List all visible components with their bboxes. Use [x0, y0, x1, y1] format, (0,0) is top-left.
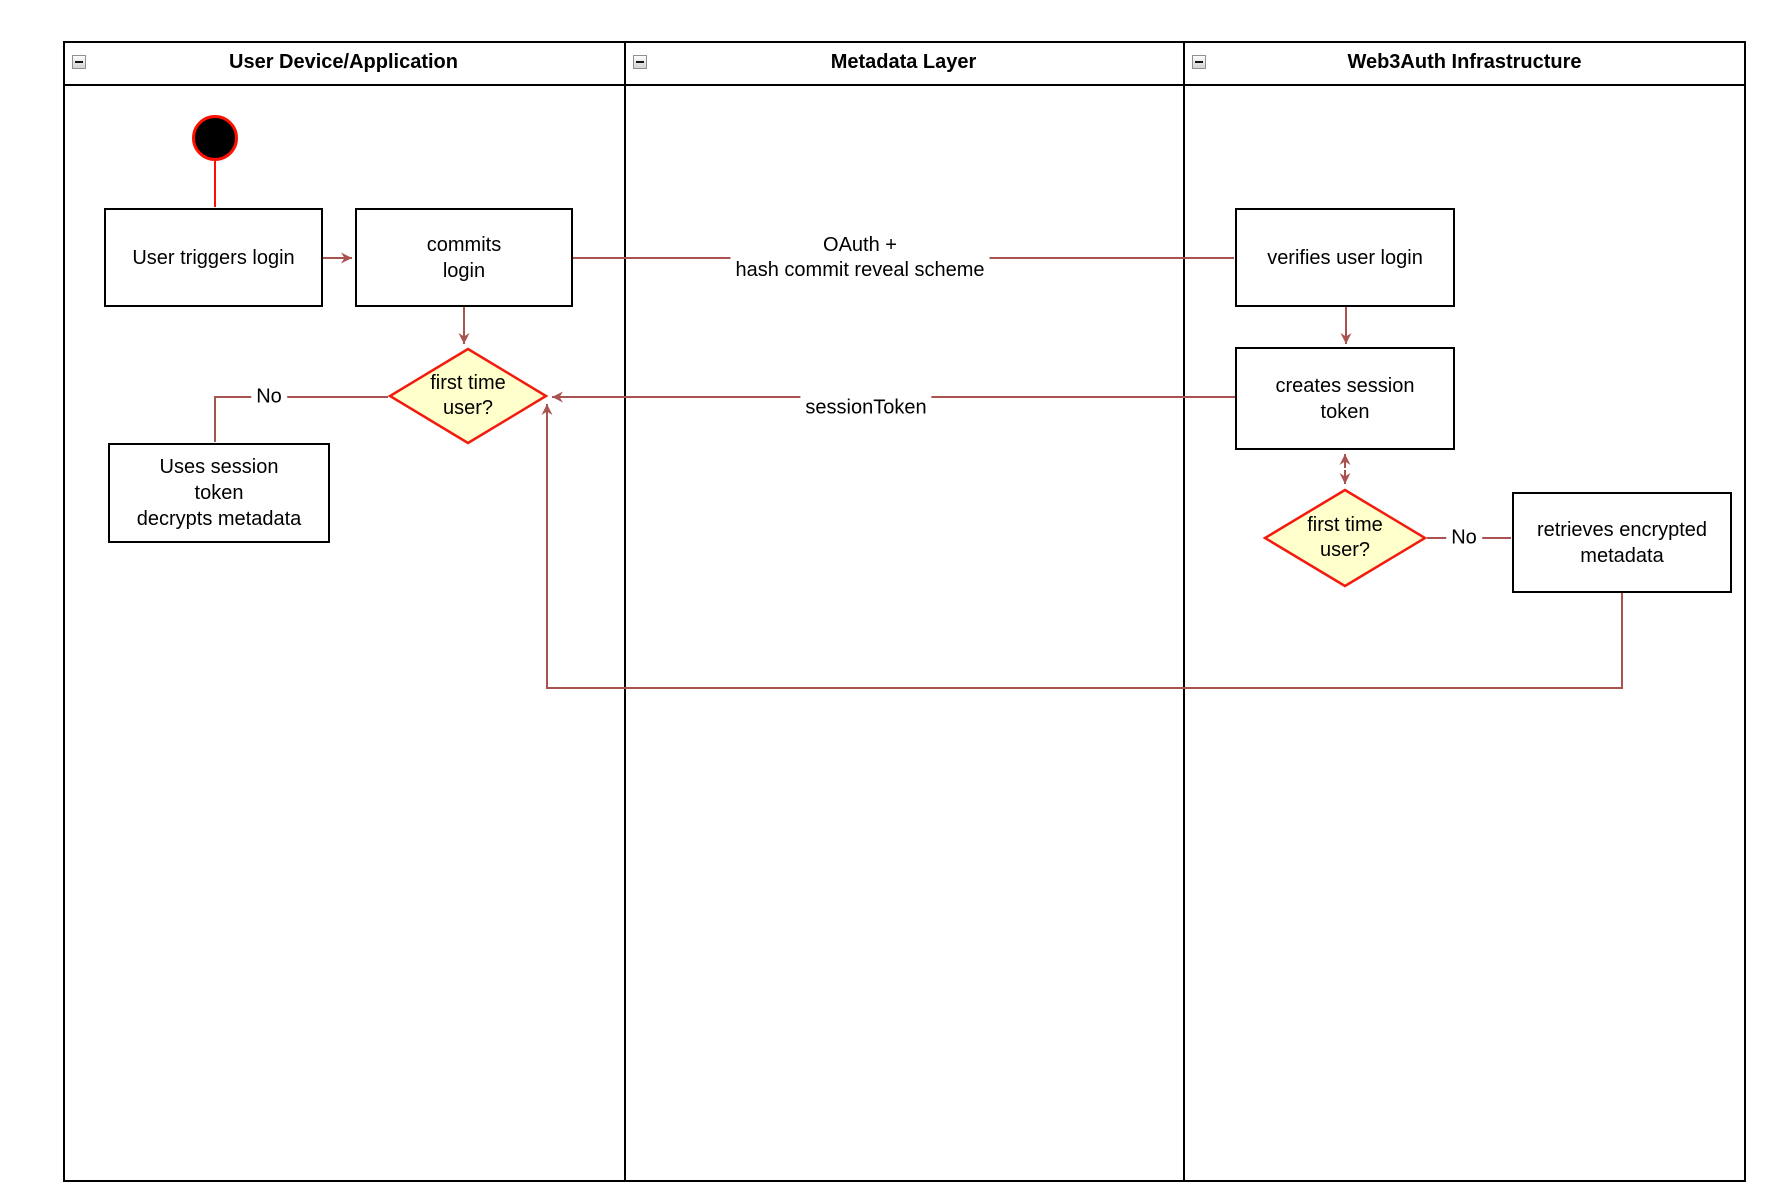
start-node[interactable] [192, 115, 238, 161]
node-label: User triggers login [132, 246, 295, 269]
swimlane-pool [63, 41, 1746, 1182]
lane-header-web3auth: Web3Auth Infrastructure [1183, 41, 1746, 86]
node-uses-session-token[interactable]: Uses session token decrypts metadata [108, 443, 330, 543]
lane-divider-1 [624, 41, 626, 1182]
edge-label-no-right: No [1446, 524, 1482, 552]
edge-label-oauth: OAuth + hash commit reveal scheme [730, 232, 990, 284]
node-commits-login[interactable]: commits login [355, 208, 573, 307]
collapse-icon[interactable] [633, 55, 647, 69]
decision-first-time-user-1[interactable]: first time user? [387, 347, 549, 445]
collapse-icon[interactable] [1192, 55, 1206, 69]
node-label: creates session token [1275, 374, 1415, 423]
edge-label-session-token: sessionToken [800, 394, 932, 422]
node-label: commits login [426, 233, 502, 282]
lane-divider-2 [1183, 41, 1185, 1182]
node-user-triggers-login[interactable]: User triggers login [104, 208, 323, 307]
node-label: retrieves encrypted metadata [1536, 518, 1708, 567]
node-retrieves-encrypted-metadata[interactable]: retrieves encrypted metadata [1512, 492, 1732, 593]
node-label: verifies user login [1267, 246, 1423, 269]
lane-title-web3auth: Web3Auth Infrastructure [1347, 51, 1582, 73]
lane-title-user-device: User Device/Application [229, 51, 458, 73]
node-creates-session-token[interactable]: creates session token [1235, 347, 1455, 450]
lane-title-metadata-layer: Metadata Layer [830, 51, 977, 73]
diamond-shape [1262, 488, 1428, 588]
diamond-shape [387, 347, 549, 445]
edge-label-no-left: No [251, 383, 287, 411]
node-label: Uses session token decrypts metadata [136, 456, 302, 530]
node-verifies-user-login[interactable]: verifies user login [1235, 208, 1455, 307]
decision-label: first time user? [430, 372, 506, 419]
collapse-icon[interactable] [72, 55, 86, 69]
lane-header-user-device: User Device/Application [63, 41, 624, 86]
decision-first-time-user-2[interactable]: first time user? [1262, 488, 1428, 588]
decision-label: first time user? [1307, 514, 1383, 561]
lane-header-metadata-layer: Metadata Layer [624, 41, 1183, 86]
